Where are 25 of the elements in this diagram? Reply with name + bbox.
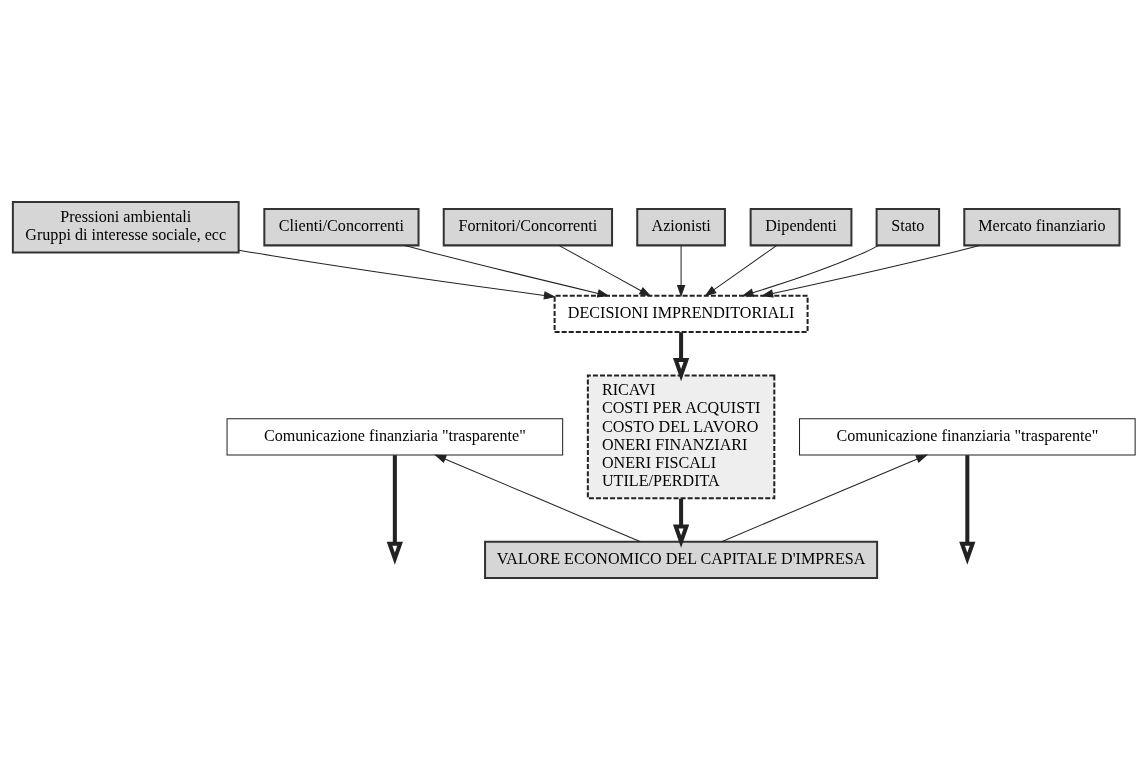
arrow: [386, 454, 403, 565]
node-box: Mercato finanziario: [963, 207, 1121, 246]
node-box: Stato: [875, 207, 941, 246]
arrow: [704, 244, 777, 296]
node-box: Clienti/Concorrenti: [263, 207, 420, 246]
arrow: [741, 244, 880, 297]
arrow: [238, 249, 556, 300]
arrow: [672, 331, 690, 381]
node-box: Comunicazione finanziaria "trasparente": [799, 417, 1136, 455]
arrow: [558, 244, 652, 296]
arrow: [404, 244, 610, 297]
node-box: VALORE ECONOMICO DEL CAPITALE D'IMPRESA: [484, 540, 879, 579]
arrow: [434, 454, 642, 542]
arrow: [676, 244, 686, 297]
arrow: [672, 498, 690, 548]
arrow: [721, 454, 928, 542]
arrow: [761, 244, 981, 298]
node-box: Dipendenti: [749, 207, 853, 246]
arrow: [959, 454, 976, 565]
node-box: RICAVI COSTI PER ACQUISTI COSTO DEL LAVORO ONERI FINANZIARI ONERI FISCALI UTILE/PERDITA: [586, 373, 776, 499]
node-box: DECISIONI IMPRENDITORIALI: [553, 294, 809, 333]
node-box: Fornitori/Concorrenti: [442, 207, 614, 246]
node-box: Azionisti: [636, 207, 726, 246]
node-box: Pressioni ambientali Gruppi di interesse sociale, ecc: [11, 200, 240, 253]
node-box: Comunicazione finanziaria "trasparente": [226, 417, 564, 455]
